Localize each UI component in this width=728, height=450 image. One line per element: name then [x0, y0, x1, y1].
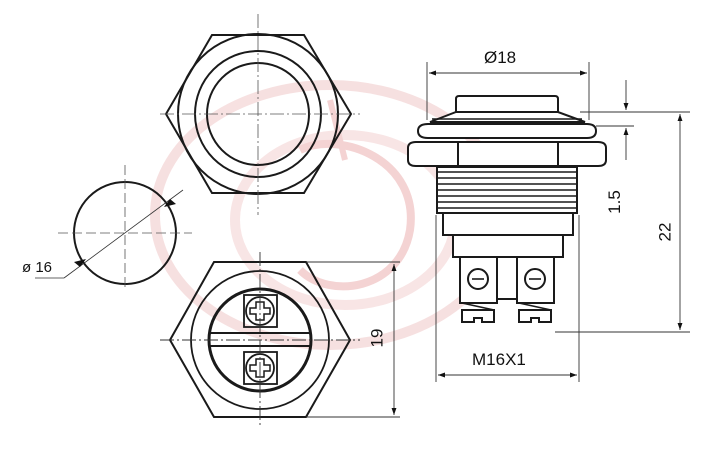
label-cutout-diameter: ø 16	[22, 259, 53, 276]
dim-nut-width	[306, 261, 400, 418]
side-view	[407, 95, 607, 323]
dim-head-diameter	[426, 62, 590, 120]
label-thread: M16X1	[472, 350, 526, 369]
label-overall-height: 22	[655, 222, 675, 242]
label-button-height: 1.5	[604, 190, 624, 214]
bottom-view-centerlines	[160, 252, 360, 428]
dim-thread	[435, 215, 580, 382]
label-nut-width: 19	[367, 328, 387, 348]
cutout-view	[35, 165, 192, 290]
dim-overall-height	[555, 114, 690, 333]
dim-button-height	[580, 80, 690, 160]
top-view-centerlines	[160, 14, 360, 215]
thread-lines	[437, 171, 577, 209]
side-view-details	[432, 118, 582, 311]
label-head-diameter: Ø18	[484, 48, 517, 67]
